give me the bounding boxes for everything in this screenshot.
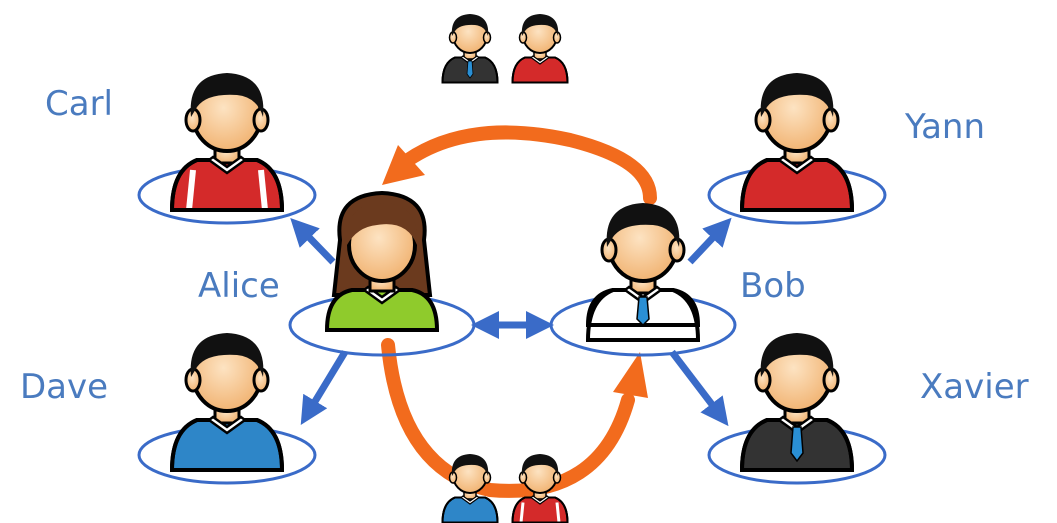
curved-arrow-alice-to-bob [381, 338, 648, 498]
avatar-bob [585, 201, 701, 342]
arrow-alice-dave [300, 350, 348, 425]
label-bob: Bob [740, 266, 806, 306]
avatar-alice [324, 190, 440, 332]
arrow-bob-yann [687, 217, 732, 265]
avatar-pair-bottom [441, 453, 569, 523]
avatar-yann [739, 71, 855, 212]
avatar-carl [169, 71, 285, 212]
avatar-pair-top [441, 13, 569, 84]
arrow-bob-xavier [669, 349, 729, 427]
arrow-alice-carl [290, 217, 336, 265]
label-carl: Carl [45, 84, 113, 124]
label-alice: Alice [198, 266, 280, 306]
label-yann: Yann [904, 107, 985, 147]
avatar-dave [169, 331, 285, 472]
avatar-xavier [739, 331, 855, 472]
curved-arrow-bob-to-alice [382, 125, 657, 205]
label-xavier: Xavier [920, 367, 1029, 407]
label-dave: Dave [20, 367, 108, 407]
